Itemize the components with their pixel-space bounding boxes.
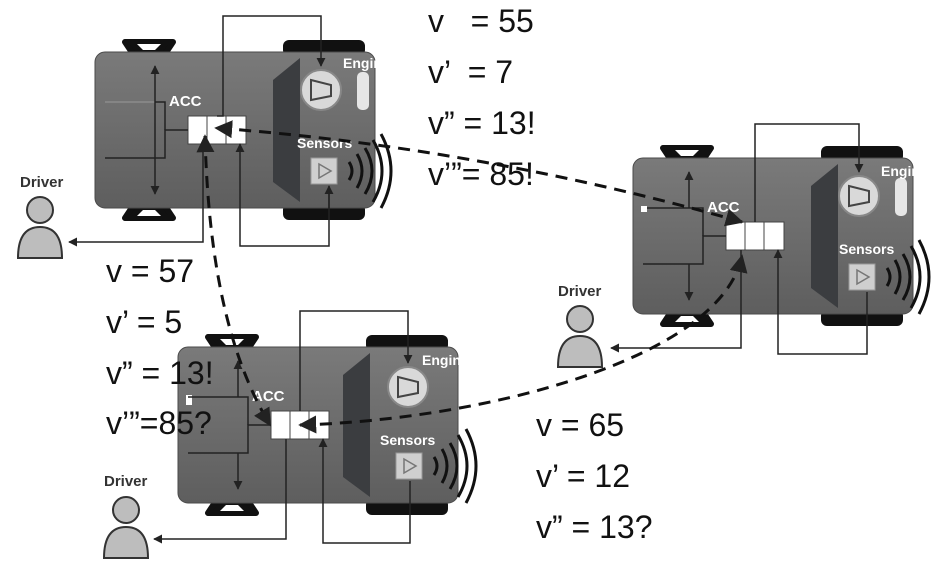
driver-label: Driver	[104, 473, 148, 490]
sensors-label: Sensors	[839, 241, 894, 257]
values-car-right: v = 65 v’ = 12 v” = 13?	[536, 407, 653, 545]
driver-icon	[26, 196, 54, 224]
value-line: v = 55	[428, 3, 534, 39]
value-line: v’ = 12	[536, 458, 630, 494]
driver-label: Driver	[558, 283, 602, 300]
driver-right: Driver	[556, 283, 604, 368]
sensors-label: Sensors	[380, 432, 435, 448]
driver-icon	[566, 305, 594, 333]
driver-bottom: Driver	[102, 473, 150, 559]
value-line: v’”=85?	[106, 405, 212, 441]
wheel-rear-left-inner	[137, 210, 161, 216]
acc-label: ACC	[252, 388, 285, 405]
link-car3-car2	[298, 254, 748, 434]
engine-label: Engine	[881, 163, 928, 179]
value-line: v” = 13!	[106, 355, 214, 391]
acc-label: ACC	[169, 93, 202, 110]
sensor-icon	[310, 157, 338, 185]
sensor-icon	[848, 263, 876, 291]
values-car-bottom: v = 57 v’ = 5 v” = 13! v’”=85?	[106, 253, 214, 441]
engine-label: Engine	[343, 55, 390, 71]
value-line: v” = 13!	[428, 105, 536, 141]
acc-box	[187, 115, 247, 145]
value-line: v’ = 5	[106, 304, 182, 340]
link-car1-car2	[214, 120, 744, 227]
values-car-top-left: v = 55 v’ = 7 v” = 13! v’”= 85!	[428, 3, 536, 192]
engine-label: Engine	[422, 352, 469, 368]
sensor-icon	[395, 452, 423, 480]
driver-label: Driver	[20, 174, 64, 191]
link-car1-car3	[196, 134, 272, 427]
acc-box	[725, 221, 785, 251]
driver-top-left: Driver	[16, 174, 64, 259]
value-line: v’ = 7	[428, 54, 513, 90]
value-line: v = 65	[536, 407, 624, 443]
value-line: v = 57	[106, 253, 194, 289]
car-right: ACC Engine Sensors	[610, 123, 931, 355]
wheel-front-left-inner	[137, 44, 161, 50]
value-line: v” = 13?	[536, 509, 653, 545]
value-line: v’”= 85!	[428, 156, 534, 192]
engine-bay	[273, 58, 300, 202]
driver-icon	[112, 496, 140, 524]
car-top-left: ACC Engine Sensors	[68, 15, 393, 247]
